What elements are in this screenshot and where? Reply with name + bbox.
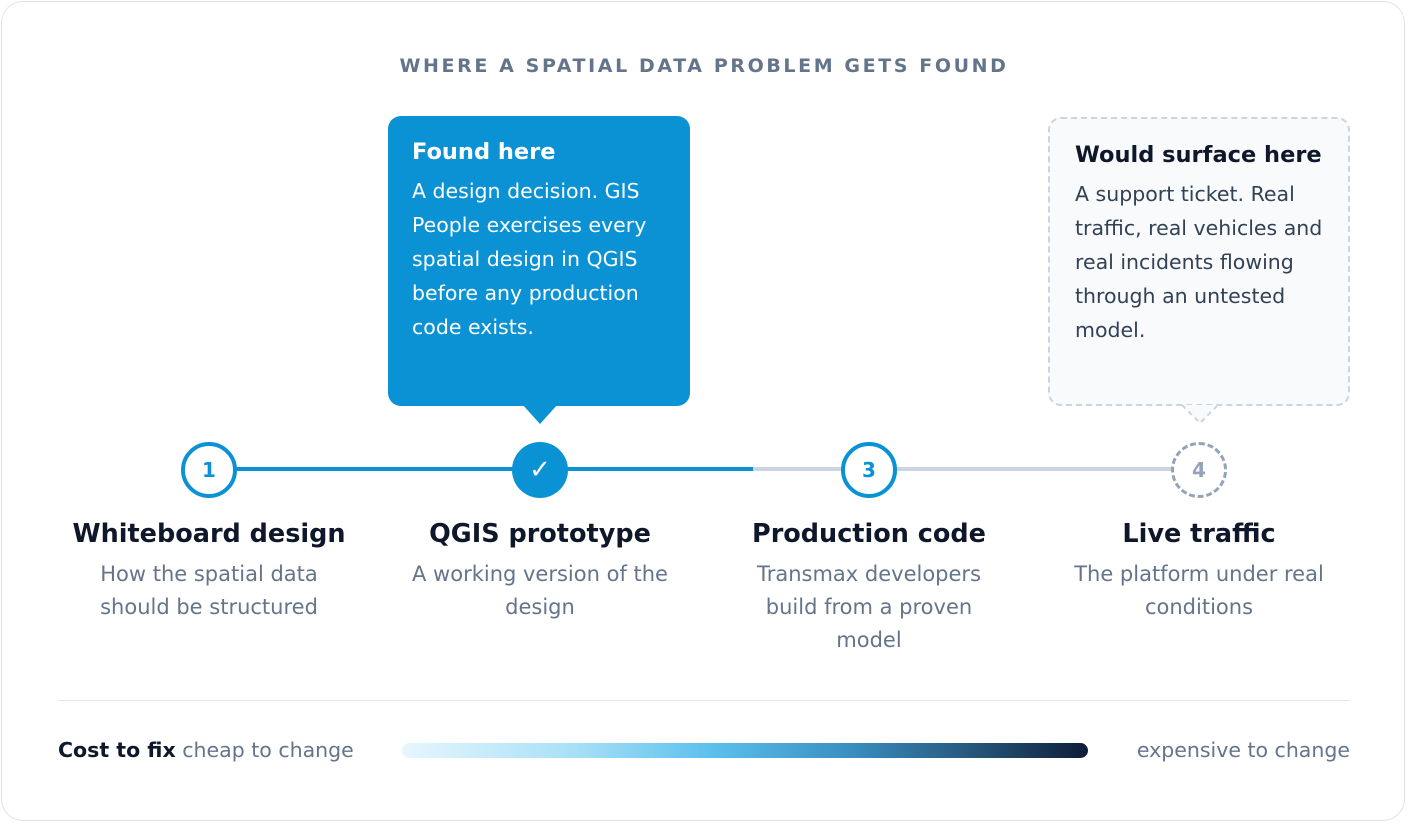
would-surface-callout: Would surface here A support ticket. Rea… <box>1048 117 1350 406</box>
stage-whiteboard-design: Whiteboard design How the spatial data s… <box>49 516 369 624</box>
cost-label: Cost to fix <box>58 738 176 762</box>
stage-title: Production code <box>752 519 986 549</box>
divider <box>58 700 1350 701</box>
stage-3-marker: 3 <box>841 442 897 498</box>
stage-description: Transmax developers build from a proven … <box>756 562 982 652</box>
stage-1-marker: 1 <box>181 442 237 498</box>
found-here-body: A design decision. GIS People exercises … <box>412 179 647 339</box>
stage-title: Live traffic <box>1122 519 1276 549</box>
stage-title: QGIS prototype <box>429 519 651 549</box>
would-surface-pointer <box>1181 404 1219 425</box>
stage-description: A working version of the design <box>412 562 668 619</box>
stage-title: Whiteboard design <box>72 519 346 549</box>
diagram-heading: WHERE A SPATIAL DATA PROBLEM GETS FOUND <box>399 55 1009 77</box>
timeline-track-completed <box>236 467 753 471</box>
cost-gradient-bar <box>402 743 1088 758</box>
cost-high-label: expensive to change <box>1136 738 1350 762</box>
cost-to-fix-scale: Cost to fix cheap to change expensive to… <box>58 734 1350 768</box>
found-here-callout: Found here A design decision. GIS People… <box>388 116 690 406</box>
cost-label-group: Cost to fix cheap to change <box>58 734 354 766</box>
cost-low-label: cheap to change <box>182 738 354 762</box>
stage-4-marker: 4 <box>1171 442 1227 498</box>
stage-description: How the spatial data should be structure… <box>100 562 318 619</box>
stage-2-check-icon: ✓ <box>512 442 568 498</box>
stage-production-code: Production code Transmax developers buil… <box>709 516 1029 657</box>
found-here-pointer <box>522 404 558 424</box>
stage-description: The platform under real conditions <box>1074 562 1324 619</box>
stage-qgis-prototype: QGIS prototype A working version of the … <box>380 516 700 624</box>
would-surface-title: Would surface here <box>1075 142 1322 168</box>
found-here-title: Found here <box>412 139 556 165</box>
stage-live-traffic: Live traffic The platform under real con… <box>1039 516 1359 624</box>
would-surface-body: A support ticket. Real traffic, real veh… <box>1075 182 1323 342</box>
timeline-track-remaining <box>753 467 1173 471</box>
